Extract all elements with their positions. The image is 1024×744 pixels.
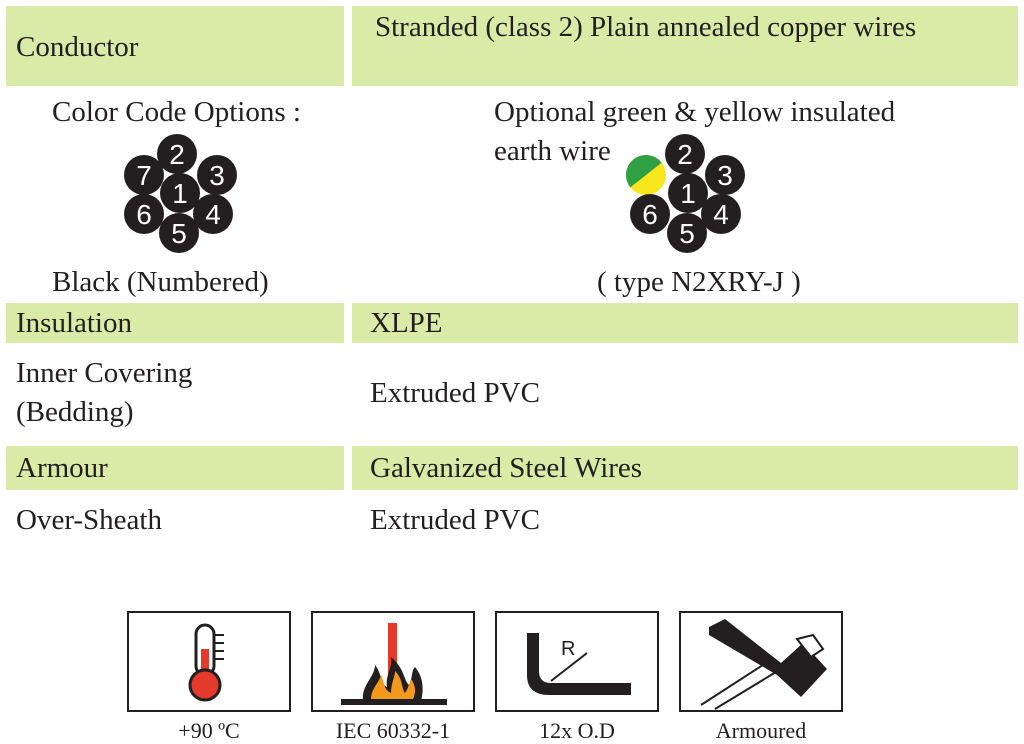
core-6: 6: [630, 194, 670, 234]
cable-type-caption: ( type N2XRY-J ): [597, 266, 801, 298]
svg-text:2: 2: [169, 139, 185, 170]
svg-text:R: R: [561, 638, 575, 660]
svg-text:5: 5: [171, 218, 187, 249]
core-2: 2: [665, 134, 705, 174]
armour-value-band: [352, 446, 1018, 490]
armoured-caption: Armoured: [715, 718, 807, 743]
inner-covering-label-line1: Inner Covering: [16, 357, 193, 389]
core-2: 2: [157, 134, 197, 174]
over-sheath-label: Over-Sheath: [16, 504, 162, 536]
bend-radius-box: R: [495, 611, 659, 712]
svg-text:2: 2: [677, 139, 693, 170]
core-7: 7: [124, 155, 164, 195]
core-3: 3: [197, 155, 237, 195]
core-4: 4: [193, 194, 233, 234]
inner-covering-value: Extruded PVC: [370, 377, 540, 409]
svg-text:3: 3: [209, 160, 225, 191]
armoured-box: [679, 611, 843, 712]
earth-wire-core: [625, 155, 666, 195]
color-code-title: Color Code Options :: [52, 96, 301, 128]
armour-icon: [700, 619, 827, 710]
temperature-caption: +90 ºC: [178, 718, 240, 743]
core-6: 6: [124, 194, 164, 234]
conductor-value: Stranded (class 2) Plain annealed copper…: [375, 11, 917, 43]
insulation-value: XLPE: [370, 307, 443, 339]
bend-radius-icon: R: [527, 633, 631, 695]
core-3: 3: [705, 155, 745, 195]
conductor-label: Conductor: [16, 31, 139, 63]
flame-test-box: [311, 611, 475, 712]
black-numbered-caption: Black (Numbered): [52, 266, 269, 298]
core-5: 5: [159, 213, 199, 253]
insulation-label: Insulation: [16, 307, 132, 339]
core-1: 1: [160, 173, 200, 213]
svg-text:5: 5: [679, 218, 695, 249]
over-sheath-value: Extruded PVC: [370, 504, 540, 536]
bend-radius-caption: 12x O.D: [539, 718, 615, 743]
svg-text:3: 3: [717, 160, 733, 191]
core-4: 4: [701, 194, 741, 234]
core-diagram-with-earth-wire: 2 3 1 6 4 5: [625, 134, 745, 253]
svg-text:6: 6: [642, 199, 658, 230]
inner-covering-label-line2: (Bedding): [16, 396, 134, 428]
svg-text:1: 1: [172, 178, 188, 209]
armour-label-band: [6, 446, 344, 490]
svg-text:1: 1: [680, 178, 696, 209]
core-diagram-black-numbered: 2 7 3 1 6 4 5: [124, 134, 237, 253]
insulation-value-band: [352, 303, 1018, 343]
flame-test-icon: [341, 623, 447, 705]
svg-text:4: 4: [713, 199, 729, 230]
flame-test-caption: IEC 60332-1: [335, 718, 451, 743]
conductor-value-band: [352, 6, 1018, 86]
core-5: 5: [667, 213, 707, 253]
core-1: 1: [668, 173, 708, 213]
svg-text:4: 4: [205, 199, 221, 230]
svg-text:6: 6: [136, 199, 152, 230]
earth-wire-title-line2: earth wire: [494, 135, 611, 167]
conductor-label-band: [6, 6, 344, 86]
armour-value: Galvanized Steel Wires: [370, 452, 643, 484]
svg-text:7: 7: [136, 160, 152, 191]
thermometer-icon: [188, 623, 224, 702]
temperature-box: [127, 611, 291, 712]
insulation-label-band: [6, 303, 344, 343]
armour-label: Armour: [16, 452, 108, 484]
earth-wire-title-line1: Optional green & yellow insulated: [494, 96, 896, 128]
